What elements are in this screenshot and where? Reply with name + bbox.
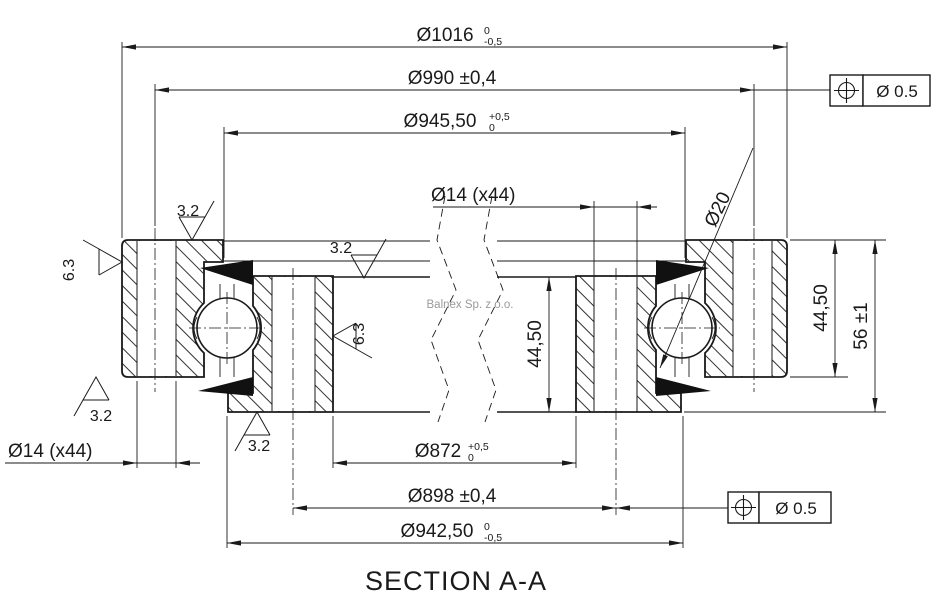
inner-ring-bolt-hole-right — [594, 277, 637, 411]
seal-top-right — [656, 260, 709, 285]
dimension-lines — [5, 44, 878, 546]
roughness-bottom-left-value: 3.2 — [90, 408, 112, 425]
dim-hole-top: Ø14 (x44) — [431, 185, 515, 206]
roughness-icon-bottom-left — [73, 375, 110, 417]
dim-inner-race-tol-lower: -0,5 — [484, 532, 502, 544]
roughness-icon-bore-face — [331, 322, 373, 359]
roughness-icon-bottom-center — [234, 410, 271, 452]
break-lines — [430, 195, 504, 423]
tolerance-frame-top: Ø 0.5 — [829, 74, 931, 107]
extension-lines — [121, 42, 886, 548]
dim-height-inner-center: 44,50 — [525, 320, 546, 368]
dim-outer-race-tol-lower: 0 — [489, 122, 495, 134]
watermark: Balnex Sp. z o.o. — [427, 299, 514, 311]
tolerance-frame-bottom: Ø 0.5 — [727, 491, 832, 524]
outer-ring-bolt-hole-right — [733, 241, 772, 376]
ring-sections — [121, 239, 788, 413]
outer-ring-bolt-hole-left — [137, 241, 176, 376]
centerlines — [154, 228, 755, 515]
dim-bore-tol-lower: 0 — [468, 452, 474, 464]
tolerance-bottom-value: Ø 0.5 — [775, 499, 817, 518]
dim-outer-bolt-circle: Ø990 ±0,4 — [408, 68, 497, 89]
ball-left — [189, 284, 265, 377]
roughness-bottom-center-value: 3.2 — [248, 438, 270, 455]
dim-outer-race: Ø945,50 — [404, 111, 477, 132]
dim-outer-race-tol-upper: +0,5 — [489, 111, 510, 123]
dim-outer-diameter: Ø1016 — [416, 25, 473, 46]
dim-inner-race-tol-upper: 0 — [484, 521, 490, 533]
dim-hole-left: Ø14 (x44) — [8, 441, 92, 462]
ball-right — [644, 284, 720, 377]
seal-top-left — [200, 260, 253, 285]
dimension-texts: Ø1016 0 -0,5 Ø990 ±0,4 Ø945,50 +0,5 0 Ø1… — [8, 25, 872, 544]
surface-roughness-symbols: 3.2 3.2 6.3 6.3 3.2 3.2 — [61, 200, 387, 455]
dim-inner-bolt-circle: Ø898 ±0,4 — [408, 486, 497, 507]
roughness-icon-top-center — [350, 238, 387, 280]
roughness-icon-od-face — [82, 239, 124, 276]
tolerance-top-value: Ø 0.5 — [876, 82, 918, 101]
dim-outer-diameter-tol-lower: -0,5 — [484, 36, 502, 48]
inner-ring-bolt-hole-left — [272, 277, 315, 411]
seal-bottom-right — [656, 377, 711, 396]
dim-height-total: 56 ±1 — [851, 302, 872, 349]
position-tolerance-icon — [731, 495, 756, 520]
dim-inner-race: Ø942,50 — [401, 521, 474, 542]
section-title: SECTION A-A — [365, 566, 547, 596]
position-tolerance-icon — [834, 78, 859, 103]
dim-height-outer-right: 44,50 — [811, 284, 832, 332]
roughness-top-center-value: 3.2 — [330, 240, 352, 257]
roughness-od-face-value: 6.3 — [61, 259, 78, 281]
roughness-top-left-value: 3.2 — [177, 203, 199, 220]
roughness-icon-top-left — [178, 200, 215, 242]
dim-ball-diameter: Ø20 — [701, 189, 736, 230]
projection-lines — [223, 240, 686, 413]
dim-outer-diameter-tol-upper: 0 — [484, 25, 490, 37]
dim-bore: Ø872 — [415, 441, 461, 462]
seal-bottom-left — [198, 377, 253, 396]
seals — [198, 260, 711, 396]
dim-bore-tol-upper: +0,5 — [468, 441, 489, 453]
roughness-bore-face-value: 6.3 — [351, 323, 368, 345]
